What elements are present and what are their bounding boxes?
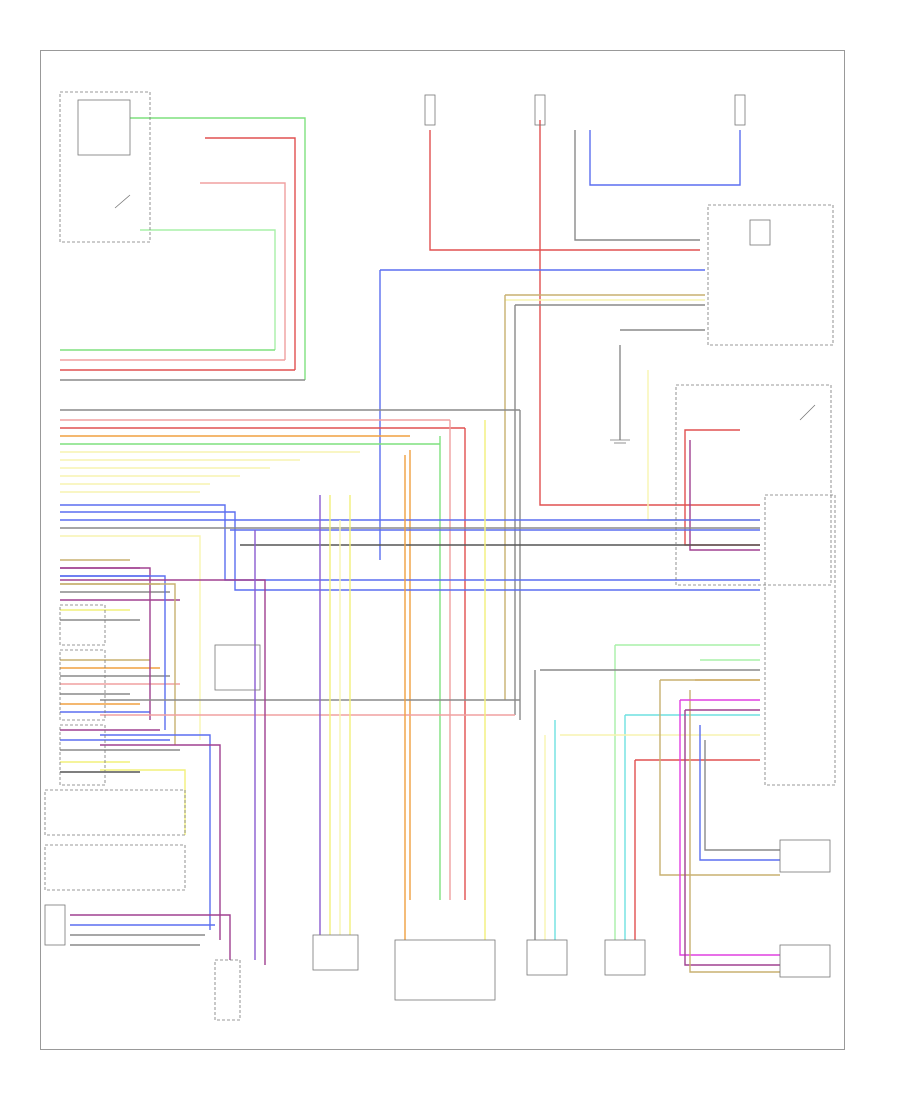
- wire-lc-blue-v2: [100, 734, 211, 930]
- wire-fuse1: [429, 130, 700, 251]
- wire-purple-down: [60, 579, 266, 965]
- fuse-1-symbol: [424, 94, 436, 126]
- wire-blue-long1: [60, 504, 760, 581]
- wire-fuse3a: [574, 130, 700, 241]
- front-right-sensor-box: [779, 944, 831, 978]
- wire-fr-tan: [689, 690, 780, 973]
- right-rear-switch-contact: [799, 404, 816, 421]
- left-connector-2: [59, 649, 106, 721]
- wire-tl-pink: [200, 182, 286, 360]
- ignition-module-box: [44, 844, 186, 891]
- front-left-sensor-box: [779, 839, 831, 873]
- combination-meter-box: [707, 204, 834, 346]
- left-connector-3: [59, 724, 106, 786]
- wire-fr-purple: [684, 710, 780, 966]
- combination-meter-bulb: [749, 219, 771, 246]
- module-left-box: [44, 789, 186, 836]
- wire-fr-magenta: [679, 700, 780, 956]
- wire-g-ly: [647, 370, 760, 521]
- wire-lc-purple-v: [60, 567, 151, 720]
- fuse-4-symbol: [734, 94, 746, 126]
- wire-blue-long2: [60, 511, 760, 591]
- top-left-switch-contact: [114, 194, 131, 209]
- small-ground-box: [214, 959, 241, 1021]
- component-b2-box: [394, 939, 496, 1001]
- left-connector-1: [59, 604, 106, 646]
- right-rear-switch-box: [675, 384, 832, 586]
- wire-tl-lgreen: [140, 229, 276, 350]
- sensor-rear-l-box: [526, 939, 568, 976]
- diagram-frame: [40, 50, 845, 1050]
- wire-lc-blue-v: [60, 575, 166, 730]
- bottom-left-sensor-box: [44, 904, 66, 946]
- wire-lc-purple-v2: [100, 744, 221, 940]
- wire-bl-purple: [70, 914, 231, 960]
- top-left-switch-box: [77, 99, 131, 156]
- wire-lc-tan-v: [60, 583, 176, 745]
- wire-tl-green: [130, 117, 306, 380]
- wire-fl-gray: [704, 740, 780, 851]
- wire-ly-long: [60, 535, 201, 740]
- wire-tl-red: [205, 137, 296, 370]
- wire-fuse3b: [589, 130, 741, 186]
- sensor-rear-r-box: [604, 939, 646, 976]
- ignition-sensor-symbol: [214, 644, 261, 691]
- component-b1-box: [312, 934, 359, 971]
- wire-fl-tan: [659, 680, 780, 876]
- wire-lc-yellow: [100, 769, 186, 835]
- wire-rr-purple: [689, 440, 760, 551]
- top-left-switch-housing: [59, 91, 151, 243]
- wire-fuse2: [539, 120, 760, 506]
- wire-fl-blue: [699, 725, 780, 861]
- fuse-2-symbol: [534, 94, 546, 126]
- control-unit-box: [764, 494, 836, 786]
